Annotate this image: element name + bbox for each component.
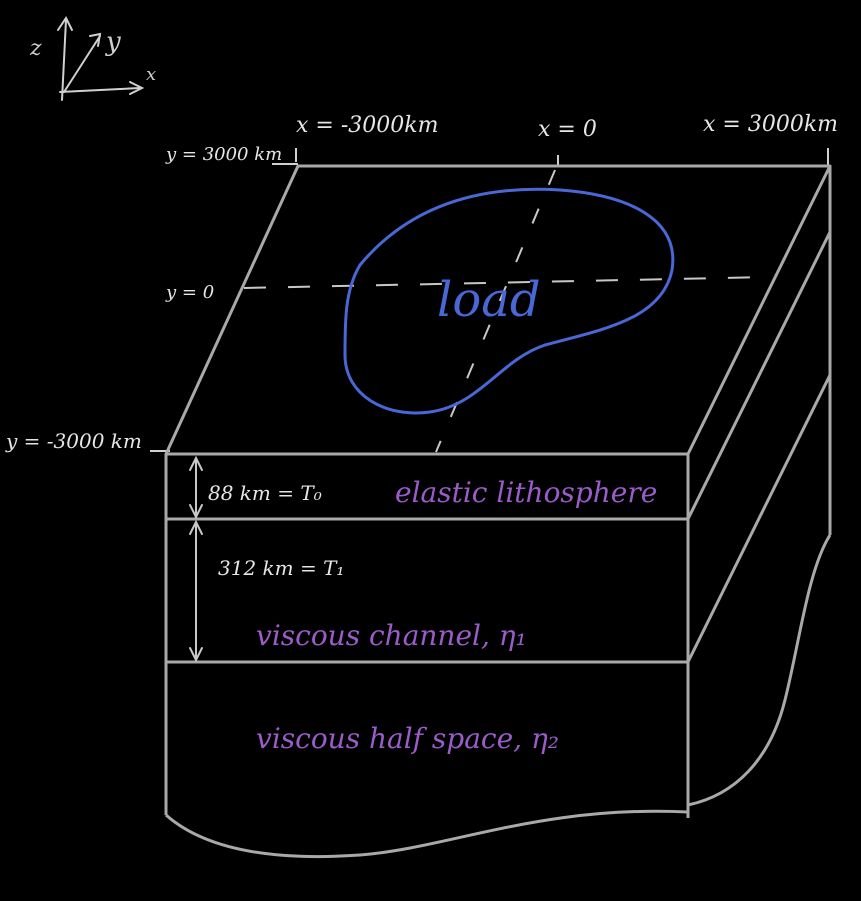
y-label-front: y = -3000 km: [5, 429, 142, 453]
axes-key: [57, 16, 145, 101]
side-line-lithosphere: [686, 231, 832, 520]
x-label-center: x = 0: [538, 117, 597, 142]
y-axis-label: y: [105, 27, 121, 57]
halfspace-name-label: viscous half space, η₂: [256, 722, 559, 755]
z-axis-arrowhead: [57, 16, 73, 31]
channel-arrowhead-bottom: [189, 647, 203, 663]
x-label-left: x = -3000km: [296, 113, 438, 138]
lithosphere-thickness-label: 88 km = T₀: [208, 481, 322, 505]
z-axis-label: z: [29, 36, 42, 61]
x-label-right: x = 3000km: [703, 112, 838, 137]
y-label-middle: y = 0: [165, 282, 214, 303]
y-axis-arrowhead: [89, 32, 102, 47]
lithosphere-arrowhead-bottom: [189, 504, 203, 520]
side-line-channel: [686, 374, 832, 663]
load-label: load: [437, 272, 541, 328]
x-axis-line: [59, 87, 141, 93]
box-outline: [164, 164, 832, 859]
lithosphere-name-label: elastic lithosphere: [395, 476, 657, 509]
channel-name-label: viscous channel, η₁: [256, 619, 527, 652]
x-axis-arrowhead: [129, 81, 145, 95]
lithosphere-arrowhead-top: [189, 455, 203, 471]
y-axis-line: [63, 35, 101, 93]
bottom-side-curve: [687, 534, 832, 807]
thickness-arrows: [189, 455, 203, 663]
z-axis-line: [61, 19, 67, 101]
channel-arrowhead-top: [189, 519, 203, 535]
load-outline: [343, 187, 675, 415]
x-axis-label: x: [146, 64, 156, 85]
channel-thickness-label: 312 km = T₁: [218, 556, 344, 580]
y-label-back: y = 3000 km: [165, 144, 282, 165]
bottom-front-curve: [165, 809, 689, 859]
